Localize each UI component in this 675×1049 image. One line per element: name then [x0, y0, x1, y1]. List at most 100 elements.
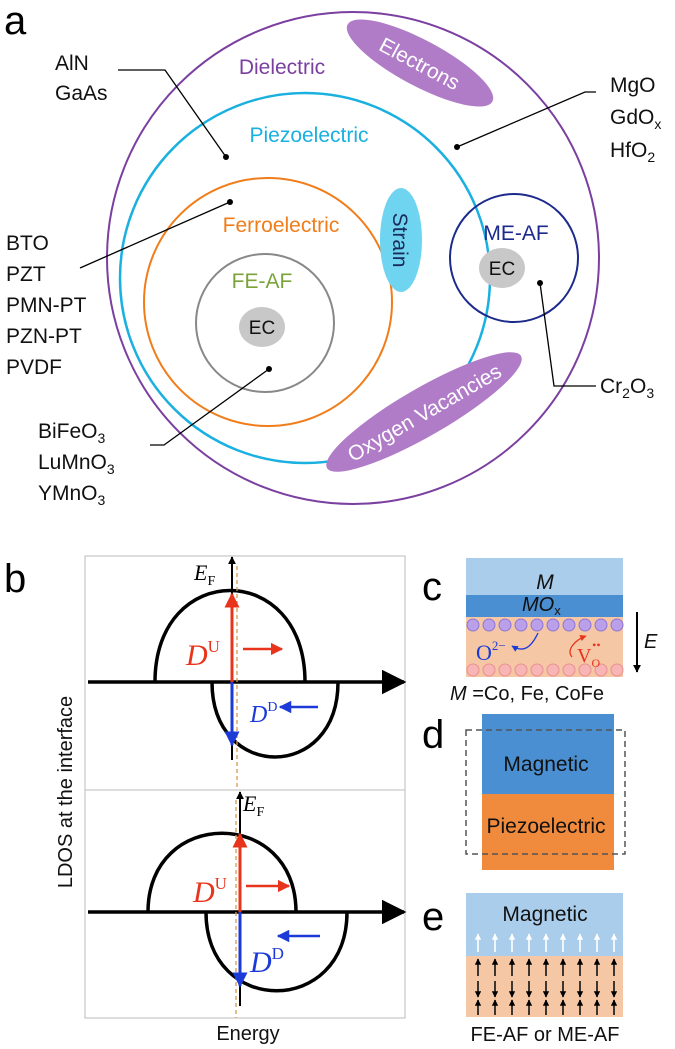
material-ymno3: YMnO3: [38, 482, 106, 508]
magnetic-label-d: Magnetic: [503, 753, 588, 776]
oxygen-ion: [546, 618, 560, 632]
af-layer-e: [466, 956, 623, 1017]
vacancy-label: VO••: [577, 638, 601, 670]
x-axis-label: Energy: [216, 1023, 279, 1045]
fe-af-circle: [195, 253, 335, 393]
piezoelectric-block: [482, 794, 614, 870]
material-lumno3: LuMnO3: [38, 451, 115, 477]
leader-dots: [223, 144, 543, 372]
panel-e: e Magnetic FE-AF or ME-AF: [422, 893, 623, 1046]
dielectric-label: Dielectric: [239, 56, 325, 79]
magnetic-block: [482, 714, 614, 794]
oxide-label: MOx: [522, 594, 561, 618]
material-pzn-pt: PZN-PT: [6, 325, 82, 348]
material-bto: BTO: [6, 232, 49, 255]
panel-a: a Electrons Strain Oxygen Vacancies Diel…: [4, 0, 661, 508]
spin-down-dome-bottom: [204, 911, 349, 993]
oxygen-ion: [578, 618, 592, 632]
ef-label-top: EF: [193, 560, 215, 589]
vacancy-site: [514, 663, 528, 677]
panel-e-caption: FE-AF or ME-AF: [471, 1024, 620, 1046]
y-axis-label: LDOS at the interface: [55, 696, 77, 888]
oxide-layer: [466, 595, 623, 617]
ec-ellipse-fe: [239, 307, 285, 347]
fe-af-label: FE-AF: [232, 270, 293, 293]
magnetic-label-e: Magnetic: [502, 903, 587, 926]
dielectric-circle: [106, 11, 600, 505]
dd-label-bottom: DD: [249, 944, 284, 979]
magnetic-spins: [474, 933, 618, 952]
oxygen-ion: [466, 618, 480, 632]
oxygen-ion: [594, 618, 608, 632]
ldos-top: EF DU DD: [88, 556, 407, 790]
metal-label: M: [536, 571, 554, 594]
panel-d: d Magnetic Piezoelectric: [422, 713, 626, 870]
vacancy-row: [466, 663, 624, 677]
vacancy-site: [610, 663, 624, 677]
du-label-top: DU: [185, 637, 220, 672]
vacancy-site: [498, 663, 512, 677]
vacancy-site: [578, 663, 592, 677]
material-hfo2: HfO2: [610, 139, 655, 165]
oxygen-vacancies-bubble: [326, 352, 522, 472]
material-gdox: GdOx: [610, 106, 661, 132]
ec-label-fe: EC: [249, 318, 275, 339]
oxygen-ion: [562, 618, 576, 632]
material-gaas: GaAs: [55, 82, 108, 105]
dd-label-top: DD: [249, 700, 277, 728]
me-af-label: ME-AF: [483, 222, 548, 245]
panel-c: c M MOx O2− VO•• E M =Co, Fe, CoFe: [422, 558, 658, 705]
me-af-circle: [449, 193, 579, 323]
du-label-bottom: DU: [192, 874, 227, 909]
material-pzt: PZT: [6, 263, 46, 286]
oxygen-ion: [610, 618, 624, 632]
panel-b: b LDOS at the interface Energy EF DU DD: [4, 555, 407, 1045]
spin-down-dome-top: [210, 681, 340, 759]
strain-label: Strain: [388, 213, 411, 268]
panel-b-label: b: [4, 557, 26, 601]
vacancy-site: [562, 663, 576, 677]
vacancy-site: [466, 663, 480, 677]
panel-c-caption: M =Co, Fe, CoFe: [450, 683, 604, 705]
oxygen-ion: [514, 618, 528, 632]
vacancy-site: [482, 663, 496, 677]
vacancy-migration-arrow: [569, 634, 587, 658]
oxygen-ion: [498, 618, 512, 632]
panel-d-label: d: [422, 713, 444, 757]
material-cr2o3: Cr2O3: [600, 375, 654, 401]
material-pvdf: PVDF: [6, 356, 62, 379]
material-aln: AlN: [55, 52, 89, 75]
electric-field-label: E: [644, 631, 658, 653]
ec-ellipse-me: [479, 248, 525, 288]
ldos-bottom: EF DU DD: [88, 791, 407, 1018]
leader-lines: [79, 69, 596, 446]
vacancy-site: [530, 663, 544, 677]
spin-up-dome-top: [153, 588, 307, 683]
strain-outline: [465, 729, 626, 855]
piezoelectric-label-d: Piezoelectric: [486, 815, 605, 838]
strain-bubble: [380, 188, 422, 292]
metal-layer: [466, 558, 623, 595]
oxygen-ion-label: O2−: [476, 638, 506, 665]
material-mgo: MgO: [610, 74, 656, 97]
panel-c-label: c: [422, 565, 442, 609]
vacancy-site: [594, 663, 608, 677]
antiferro-spins: [474, 958, 618, 1015]
ef-label-bottom: EF: [242, 791, 264, 820]
panel-e-label: e: [422, 895, 444, 939]
ec-label-me: EC: [489, 259, 515, 280]
ferroelectric-circle: [143, 177, 393, 427]
spin-up-dome-bottom: [146, 831, 298, 913]
piezoelectric-label: Piezoelectric: [249, 124, 368, 147]
oxygen-ion-row: [466, 618, 624, 632]
oxygen-ion: [530, 618, 544, 632]
material-bifeo3: BiFeO3: [38, 420, 106, 446]
ferroelectric-label: Ferroelectric: [223, 214, 340, 237]
panel-a-label: a: [4, 0, 27, 43]
oxygen-ion: [482, 618, 496, 632]
electrons-bubble: [346, 19, 494, 107]
oxygen-migration-arrow: [511, 632, 539, 652]
vacancy-site: [546, 663, 560, 677]
material-pmn-pt: PMN-PT: [6, 294, 87, 317]
